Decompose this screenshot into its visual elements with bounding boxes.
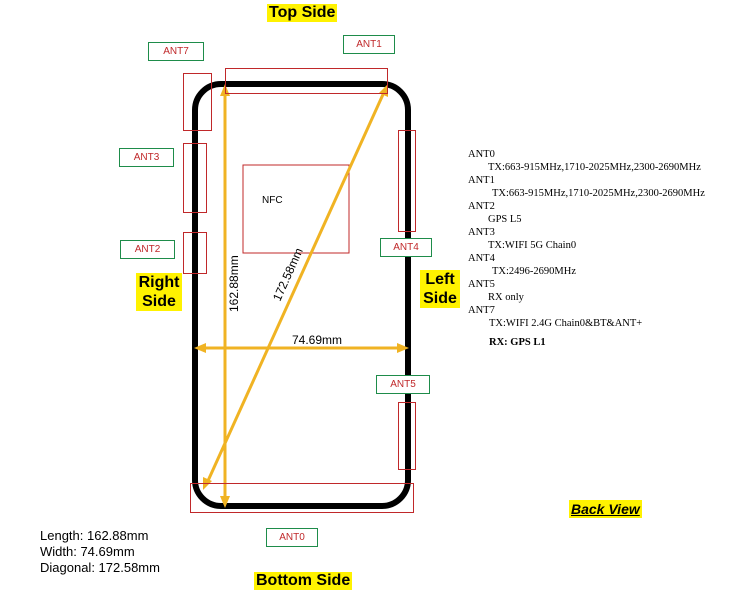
ant0-label: ANT0 [266, 528, 318, 547]
spec-line: ANT3 [468, 227, 495, 238]
antenna-spec-list: ANT0 TX:663-915MHz,1710-2025MHz,2300-269… [468, 148, 728, 349]
ant0-region [190, 483, 414, 513]
spec-line: TX:663-915MHz,1710-2025MHz,2300-2690MHz [488, 162, 701, 173]
back-view-title: Back View [569, 500, 642, 518]
nfc-label: NFC [262, 195, 283, 206]
height-arrow-bottom [220, 496, 230, 508]
ant7-label: ANT7 [148, 42, 204, 61]
spec-line: ANT5 [468, 279, 495, 290]
spec-line: GPS L5 [488, 214, 522, 225]
length-text: Length: 162.88mm [40, 528, 149, 543]
ant5-label: ANT5 [376, 375, 430, 394]
ant4-label: ANT4 [380, 238, 432, 257]
ant3-region [183, 143, 207, 213]
spec-line: TX:2496-2690MHz [492, 266, 576, 277]
nfc-area [242, 164, 350, 254]
ant1-region [225, 68, 388, 94]
spec-line: ANT4 [468, 253, 495, 264]
top-side-title: Top Side [267, 4, 338, 22]
width-text: Width: 74.69mm [40, 544, 135, 559]
spec-line: RX only [488, 292, 524, 303]
dimensions-summary: Length: 162.88mm Width: 74.69mm Diagonal… [40, 528, 160, 576]
ant2-label: ANT2 [120, 240, 175, 259]
diagonal-text: Diagonal: 172.58mm [40, 560, 160, 575]
diagonal-line [205, 89, 387, 484]
ant1-label: ANT1 [343, 35, 395, 54]
ant5-region [398, 402, 416, 470]
spec-line: ANT1 [468, 175, 495, 186]
ant2-region [183, 232, 207, 274]
left-side-title: Left Side [420, 270, 460, 308]
ant3-label: ANT3 [119, 148, 174, 167]
width-arrow-left [194, 343, 206, 353]
spec-line: TX:WIFI 2.4G Chain0&BT&ANT+ [489, 318, 643, 329]
height-measurement: 162.88mm [227, 255, 241, 312]
spec-line: ANT0 [468, 149, 495, 160]
ant7-region [183, 73, 212, 131]
spec-line: TX:663-915MHz,1710-2025MHz,2300-2690MHz [492, 188, 705, 199]
ant4-region [398, 130, 416, 232]
spec-line: RX: GPS L1 [489, 337, 546, 348]
spec-line: ANT7 [468, 305, 495, 316]
bottom-side-title: Bottom Side [254, 572, 353, 590]
width-measurement: 74.69mm [292, 333, 342, 347]
phone-outline [192, 81, 411, 509]
spec-line: ANT2 [468, 201, 495, 212]
right-side-title: Right Side [136, 273, 182, 311]
spec-line: TX:WIFI 5G Chain0 [488, 240, 577, 251]
width-arrow-right [397, 343, 409, 353]
